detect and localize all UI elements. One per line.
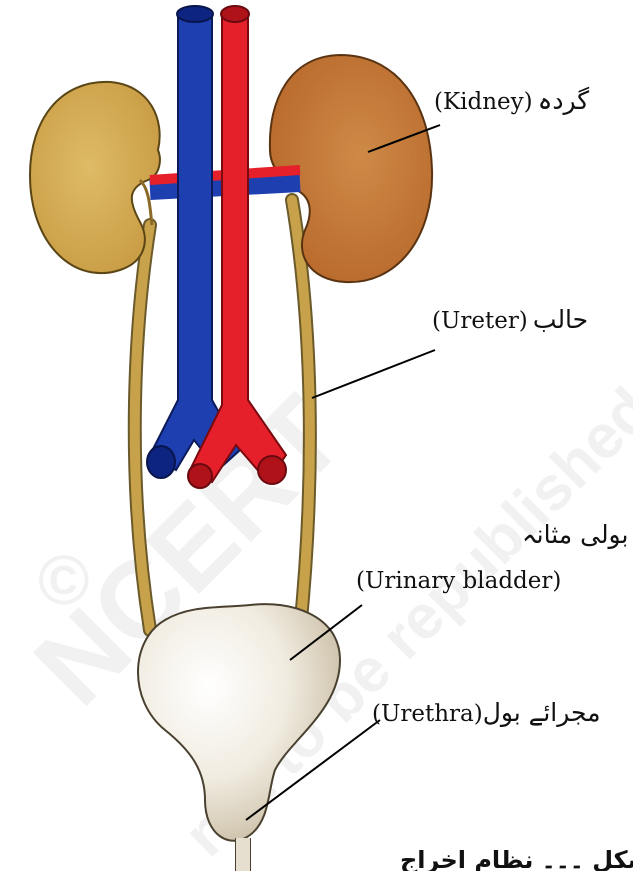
- ureter-label-english: (Ureter): [432, 308, 528, 334]
- kidney-label-english: (Kidney): [434, 89, 533, 115]
- ureter-pointer: [312, 350, 435, 398]
- urethra-label: (Urethra)مجرائے بول: [372, 698, 601, 727]
- kidney-label: (Kidney) گردہ: [434, 86, 589, 115]
- bladder-label-english: (Urinary bladder): [356, 568, 561, 594]
- ureter-label: (Ureter) حالب: [432, 305, 588, 334]
- urethra-label-english: (Urethra): [372, 701, 483, 727]
- urinary-bladder: [138, 604, 340, 841]
- figure-caption-urdu: شکل ۔۔۔ نظام اخراج: [400, 846, 633, 871]
- left-kidney: [30, 82, 160, 273]
- urethra-label-urdu: مجرائے بول: [483, 698, 601, 727]
- bladder-label-urdu: بولی مثانہ: [522, 520, 628, 549]
- ureter-label-urdu: حالب: [533, 305, 588, 334]
- kidney-label-urdu: گردہ: [538, 86, 589, 115]
